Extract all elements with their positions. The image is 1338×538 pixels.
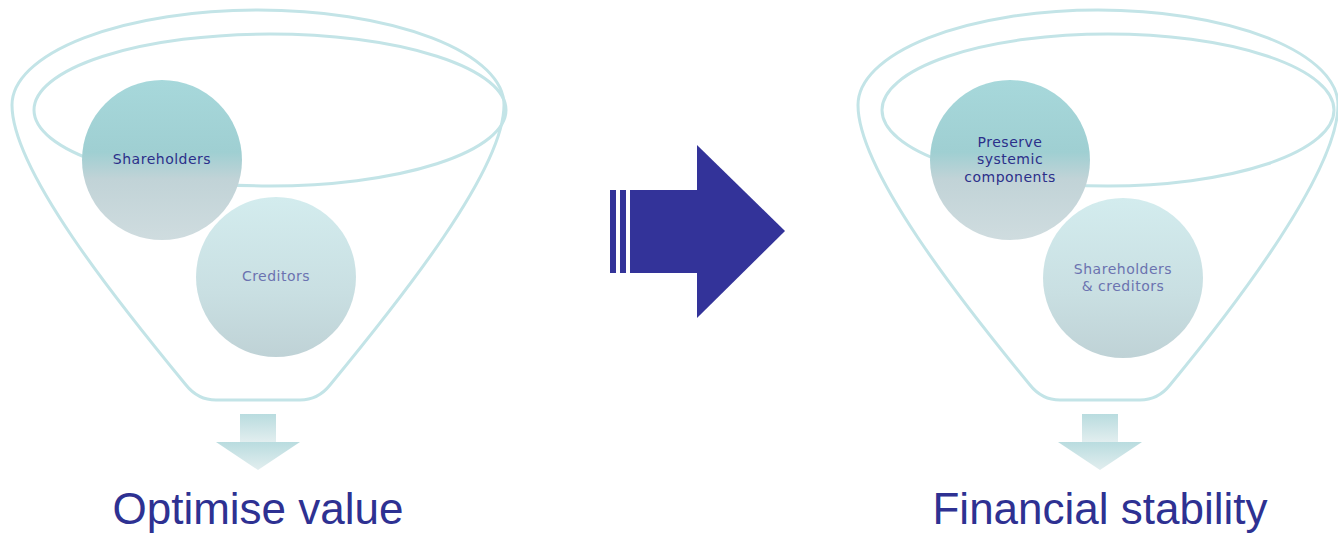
node-text: Shareholders & creditors — [1067, 261, 1179, 296]
node-text: Preserve systemic components — [956, 134, 1064, 187]
circle-node: Shareholders & creditors — [1043, 198, 1203, 358]
transition-arrow — [610, 145, 785, 318]
right-funnel — [858, 10, 1338, 400]
node-text: Creditors — [242, 268, 310, 286]
down-arrow — [216, 414, 300, 470]
outcome-label: Financial stability — [932, 484, 1267, 534]
node-text: Shareholders — [113, 151, 211, 169]
circle-node: Preserve systemic components — [930, 80, 1090, 240]
left-funnel — [12, 10, 506, 400]
down-arrow — [1058, 414, 1142, 470]
outcome-label: Optimise value — [112, 484, 403, 534]
circle-node: Creditors — [196, 197, 356, 357]
circle-node: Shareholders — [82, 80, 242, 240]
